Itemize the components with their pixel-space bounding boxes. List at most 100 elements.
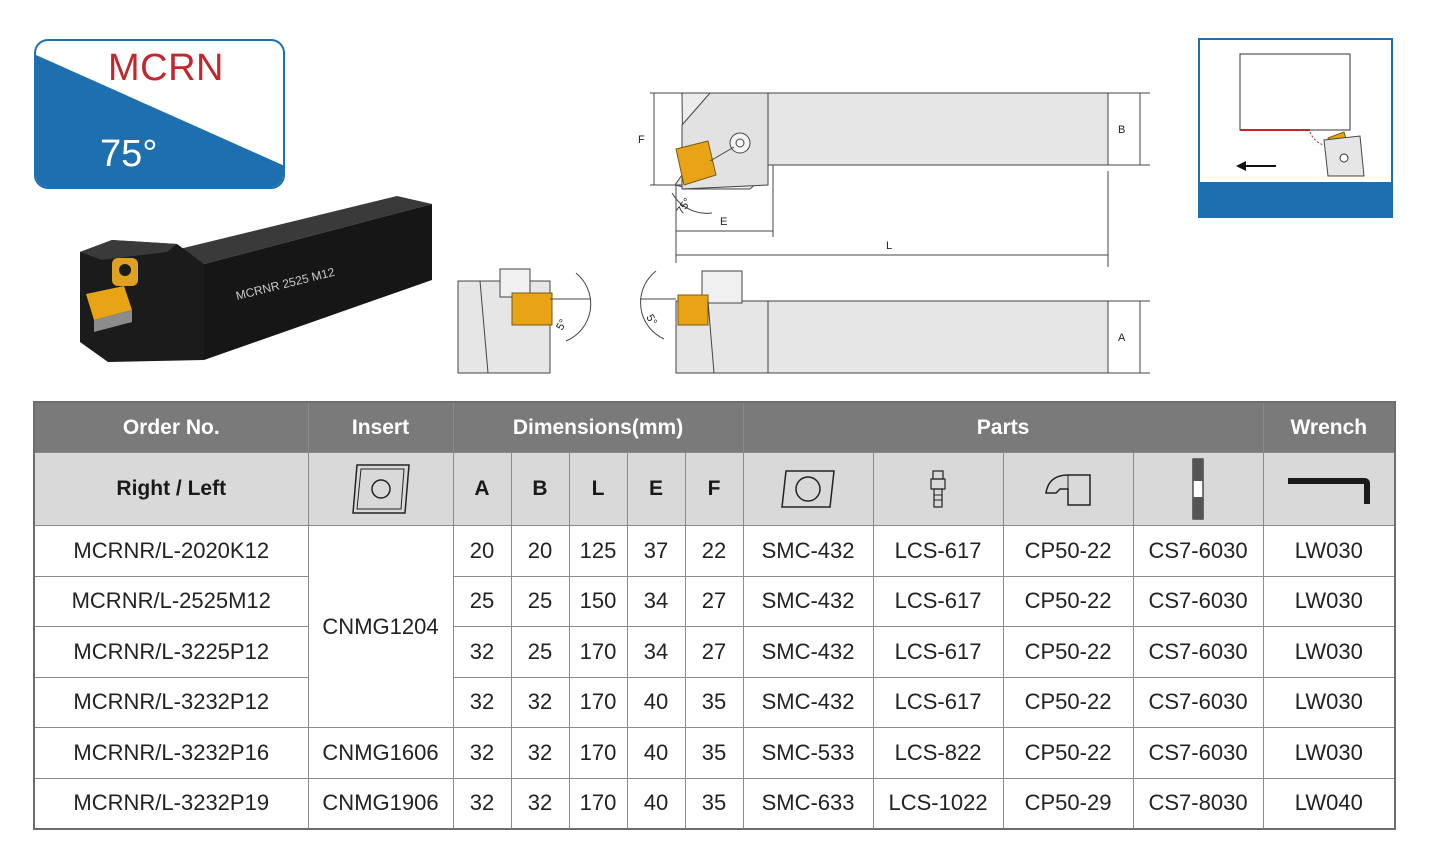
- shim-screw-icon-cell: [1132, 452, 1264, 526]
- dim-a: 32: [452, 777, 512, 830]
- badge-angle: 75°: [100, 133, 158, 175]
- dim-label-B: B: [1118, 124, 1125, 136]
- header-insert: Insert: [307, 401, 454, 453]
- header-parts: Parts: [742, 401, 1264, 453]
- shim-icon: [781, 470, 835, 508]
- rake-angle-right-label: 5°: [643, 313, 659, 328]
- dim-label-E: E: [720, 216, 727, 228]
- wrench-icon-cell: [1262, 452, 1396, 526]
- dim-l: 170: [568, 727, 628, 779]
- technical-drawing: F B E L A 75° 5° 5°: [457, 92, 1150, 374]
- workpiece-diagram: [1236, 53, 1365, 177]
- clamp-part: CP50-22: [1002, 626, 1134, 678]
- approach-angle-label: 75°: [675, 196, 694, 217]
- dim-e: 40: [626, 676, 686, 728]
- order-number: MCRNR/L-3232P12: [33, 676, 309, 728]
- order-number: MCRNR/L-3232P19: [33, 777, 309, 830]
- dim-b: 32: [510, 727, 570, 779]
- dim-l: 170: [568, 676, 628, 728]
- table-row: MCRNR/L-3232P12 32 32 170 40 35 SMC-432 …: [33, 676, 1396, 728]
- shim-part: SMC-533: [742, 727, 874, 779]
- dim-a: 32: [452, 676, 512, 728]
- screw-part: CS7-6030: [1132, 676, 1264, 728]
- order-number: MCRNR/L-2020K12: [33, 525, 309, 577]
- screw-part: CS7-6030: [1132, 727, 1264, 779]
- table-row: MCRNR/L-3232P16 CNMG1606 32 32 170 40 35…: [33, 727, 1396, 779]
- insert-icon-cell: [307, 452, 454, 526]
- insert-cell: CNMG1906: [307, 777, 454, 830]
- dim-label-L: L: [886, 240, 892, 252]
- dim-f: 27: [684, 575, 744, 627]
- order-number: MCRNR/L-3225P12: [33, 626, 309, 678]
- badge-name: MCRN: [108, 47, 224, 89]
- shim-part: SMC-432: [742, 626, 874, 678]
- insert-cell: CNMG1204: [307, 525, 454, 728]
- insert-cnmg-icon: [351, 464, 410, 514]
- dim-f: 22: [684, 525, 744, 577]
- clamp-icon-cell: [1002, 452, 1134, 526]
- clamp-part: CP50-22: [1002, 525, 1134, 577]
- wrench-part: LW040: [1262, 777, 1396, 830]
- subheader-F: F: [684, 452, 744, 526]
- subheader-B: B: [510, 452, 570, 526]
- clamp-part: CP50-22: [1002, 727, 1134, 779]
- header-order-no: Order No.: [33, 401, 309, 453]
- dim-label-A: A: [1118, 332, 1126, 344]
- shim-part: SMC-432: [742, 525, 874, 577]
- panel-band: [1200, 182, 1391, 216]
- screw-part: CS7-8030: [1132, 777, 1264, 830]
- table-row: MCRNR/L-2525M12 25 25 150 34 27 SMC-432 …: [33, 575, 1396, 627]
- header-dimensions: Dimensions(mm): [452, 401, 744, 453]
- lock-screw-icon: [930, 470, 946, 508]
- shim-icon-cell: [742, 452, 874, 526]
- table-row: MCRNR/L-3232P19 CNMG1906 32 32 170 40 35…: [33, 777, 1396, 830]
- dim-b: 25: [510, 626, 570, 678]
- tool-holder-image: MCRNR 2525 M12: [80, 196, 432, 362]
- clamp-part: CP50-29: [1002, 777, 1134, 830]
- dim-b: 32: [510, 676, 570, 728]
- dim-a: 32: [452, 727, 512, 779]
- order-number: MCRNR/L-3232P16: [33, 727, 309, 779]
- dim-l: 125: [568, 525, 628, 577]
- lock-screw-part: LCS-1022: [872, 777, 1004, 830]
- dim-a: 25: [452, 575, 512, 627]
- product-badge: MCRN 75°: [34, 39, 285, 189]
- dim-b: 32: [510, 777, 570, 830]
- lock-screw-part: LCS-617: [872, 575, 1004, 627]
- insert-cell: CNMG1606: [307, 727, 454, 779]
- wrench-part: LW030: [1262, 575, 1396, 627]
- table-row: MCRNR/L-3225P12 32 25 170 34 27 SMC-432 …: [33, 626, 1396, 678]
- dim-e: 34: [626, 575, 686, 627]
- machining-direction-panel: [1198, 38, 1393, 218]
- lock-screw-part: LCS-617: [872, 676, 1004, 728]
- dim-l: 150: [568, 575, 628, 627]
- wrench-part: LW030: [1262, 676, 1396, 728]
- dim-l: 170: [568, 626, 628, 678]
- subheader-A: A: [452, 452, 512, 526]
- dim-a: 20: [452, 525, 512, 577]
- shim-screw-icon: [1192, 458, 1204, 520]
- dim-f: 27: [684, 626, 744, 678]
- wrench-part: LW030: [1262, 626, 1396, 678]
- dim-e: 40: [626, 777, 686, 830]
- wrench-part: LW030: [1262, 525, 1396, 577]
- shim-part: SMC-432: [742, 676, 874, 728]
- subheader-right-left: Right / Left: [33, 452, 309, 526]
- dim-b: 25: [510, 575, 570, 627]
- header-wrench: Wrench: [1262, 401, 1396, 453]
- shim-part: SMC-633: [742, 777, 874, 830]
- clamp-part: CP50-22: [1002, 676, 1134, 728]
- table-row: MCRNR/L-2020K12 CNMG1204 20 20 125 37 22…: [33, 525, 1396, 728]
- lock-screw-part: LCS-617: [872, 525, 1004, 577]
- dim-f: 35: [684, 777, 744, 830]
- badge-background: [36, 55, 283, 187]
- order-number: MCRNR/L-2525M12: [33, 575, 309, 627]
- dim-e: 37: [626, 525, 686, 577]
- dim-b: 20: [510, 525, 570, 577]
- dim-label-F: F: [638, 134, 645, 146]
- clamp-part: CP50-22: [1002, 575, 1134, 627]
- wrench-icon: [1287, 478, 1370, 504]
- clamp-icon: [1045, 474, 1091, 506]
- screw-part: CS7-6030: [1132, 575, 1264, 627]
- dim-e: 40: [626, 727, 686, 779]
